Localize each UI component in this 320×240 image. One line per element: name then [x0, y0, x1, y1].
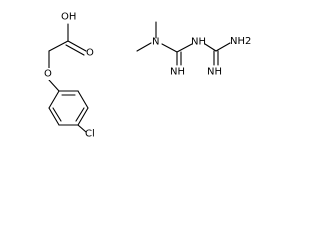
dimethylamine-nitrogen-label: N: [152, 37, 159, 48]
ring-inner-double-2: [75, 107, 85, 122]
bond-carboxyl-carbonyl-double-a: [67, 40, 87, 52]
ring-bond-5: [48, 107, 60, 126]
ether-oxygen-label: O: [44, 69, 52, 80]
imine-1-label: NH: [170, 67, 185, 78]
bridging-nh-label: NH: [191, 37, 206, 48]
nh2-text: NH2: [230, 36, 251, 47]
ring-bond-3: [77, 107, 89, 126]
bond-ring-cl: [77, 124, 87, 133]
bond-carboxyl-carbonyl-double-b: [65, 44, 85, 56]
bond-nh-c2: [204, 43, 217, 52]
hydroxyl-label: OH: [61, 12, 76, 23]
ring-bond-2: [77, 90, 89, 109]
bond-methyl-left: [136, 42, 152, 52]
bond-carboxyl-ch2: [48, 40, 69, 52]
bond-c1-nh: [176, 43, 193, 53]
bond-n-c1: [161, 43, 178, 53]
chlorophenoxyacetic-acid-structure: OH O O Cl: [43, 12, 95, 140]
chemical-structure-diagram: OH O O Cl N NH NH NH2 NH: [43, 12, 251, 140]
imine-2-label: NH: [207, 67, 222, 78]
amine-nh2-label: NH2: [230, 36, 251, 47]
bond-ether-o-ring: [48, 79, 60, 92]
ring-inner-double-3: [52, 107, 62, 122]
bond-c2-nh2: [215, 42, 231, 52]
carbonyl-oxygen-label: O: [86, 48, 94, 59]
metformin-structure: N NH NH NH2 NH: [136, 21, 251, 78]
chlorine-label: Cl: [85, 129, 95, 140]
ring-bond-6: [48, 90, 60, 109]
